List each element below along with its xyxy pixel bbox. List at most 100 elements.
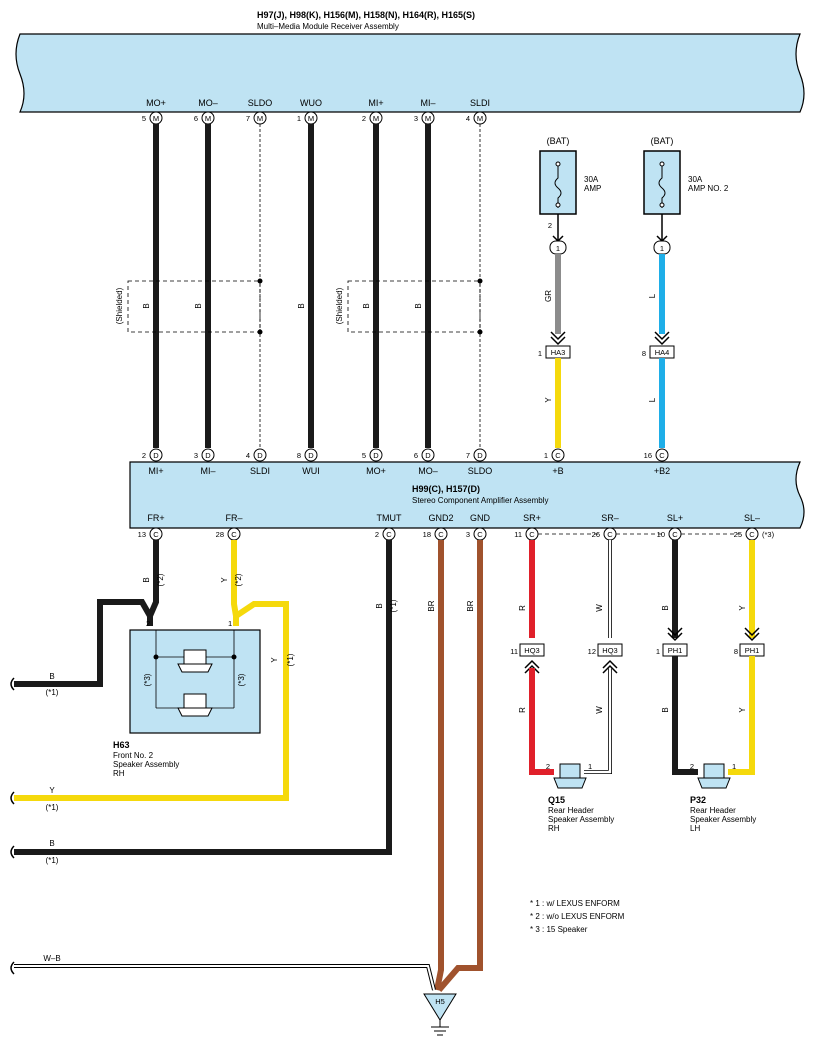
pin-label: TMUT	[377, 513, 402, 523]
pin-connector-circle	[421, 448, 435, 462]
wire-note: (*1)	[46, 856, 59, 865]
pin-label: SR–	[601, 513, 619, 523]
wire-tmut	[14, 540, 392, 855]
pin-number: 1	[544, 451, 548, 460]
amp-top-pin: 3 D MI–	[194, 448, 216, 476]
speaker-pin: 2	[146, 619, 150, 628]
wire-note: (*1)	[389, 599, 398, 612]
pin-label: SR+	[523, 513, 541, 523]
connector-name: PH1	[745, 646, 760, 655]
pin-connector-circle	[149, 448, 163, 462]
junction-num: 1	[660, 244, 664, 253]
pin-conn: D	[153, 451, 159, 460]
pin-label: GND	[470, 513, 491, 523]
pin-label: MI+	[148, 466, 163, 476]
fuse-amp-no2: (BAT) 30A AMP NO. 2	[643, 136, 729, 215]
pin-label: MO+	[146, 98, 166, 108]
pin-conn: C	[153, 530, 159, 539]
pin-connector-circle	[369, 448, 383, 462]
wire-sl-plus-lower	[672, 656, 698, 775]
amp-top-pin: 6 D MO–	[414, 448, 438, 476]
wire-color-label: Y	[49, 786, 55, 795]
pin-label: +B2	[654, 466, 670, 476]
wire-color-label: W	[595, 604, 604, 612]
wire-gnd	[436, 540, 483, 992]
connector-chevron	[654, 331, 670, 346]
connector-chevron	[667, 627, 683, 642]
amp-top-pin: 1 C +B	[544, 448, 565, 476]
connector-name: PH1	[668, 646, 683, 655]
pin-number: 4	[466, 114, 470, 123]
wire-color-label: L	[648, 293, 657, 298]
wire-sr-minus-lower	[584, 668, 612, 774]
wire-color-label: R	[518, 707, 527, 713]
wire-note: (*1)	[286, 653, 295, 666]
rear-speaker-rh-q15: 2 1 Q15 Rear Header Speaker Assembly RH	[546, 762, 614, 833]
wire-note: (*1)	[46, 688, 59, 697]
amp-bottom-pin: FR+ 13 C	[138, 513, 165, 541]
speaker-name: Speaker Assembly	[113, 760, 179, 769]
conn-pin: 1	[656, 647, 660, 656]
pin-label: MI+	[368, 98, 383, 108]
speaker-name: Rear Header	[690, 806, 736, 815]
shield-box-left	[127, 280, 261, 333]
wire-wb-outer	[14, 964, 436, 991]
wire-color-label: L	[648, 397, 657, 402]
pin-conn: C	[749, 530, 755, 539]
pin-conn: D	[205, 451, 211, 460]
footnote: * 1 : w/ LEXUS ENFORM	[530, 899, 620, 908]
pin-conn: M	[373, 114, 379, 123]
amp-bottom-pin: GND2 18 C	[423, 513, 454, 541]
pin-number: 6	[194, 114, 198, 123]
fuse-icon	[554, 164, 562, 208]
pin-connector-circle	[655, 448, 669, 462]
wire-color-label: GR	[544, 290, 553, 302]
fuse-rating: 30A	[688, 175, 703, 184]
pin-label: GND2	[428, 513, 453, 523]
wire-color-label: BR	[466, 600, 475, 611]
ground-id: H5	[435, 997, 445, 1006]
junction-num: 1	[556, 244, 560, 253]
pin-number: 1	[297, 114, 301, 123]
conn-pin: 8	[642, 349, 646, 358]
pin-connector-circle	[253, 448, 267, 462]
shield-junction	[477, 278, 483, 284]
speaker-name: Speaker Assembly	[690, 815, 756, 824]
ground-triangle	[423, 993, 457, 1021]
speaker-icon	[553, 763, 587, 789]
pin-label: SLDO	[248, 98, 273, 108]
pin-label: FR+	[147, 513, 164, 523]
fuse-source: (BAT)	[651, 136, 674, 146]
pin-label: MO+	[366, 466, 386, 476]
speaker-pin: 2	[546, 762, 550, 771]
wire-sr-minus-lower-outline	[584, 668, 612, 774]
wire-color-label: Y	[544, 397, 553, 403]
receiver-pin-sldo: SLDO 7 M	[246, 98, 273, 125]
pin-conn: M	[205, 114, 211, 123]
speaker-name: Front No. 2	[113, 751, 154, 760]
receiver-module-box	[15, 33, 805, 113]
junction-dot	[153, 654, 159, 660]
wire-wb-inner	[14, 965, 435, 991]
speaker-id: H63	[113, 740, 130, 750]
fuse-pin: 2	[548, 221, 552, 230]
receiver-pin-mi-minus: MI– 3 M	[414, 98, 436, 125]
shield-junction	[257, 329, 263, 335]
pin-conn: C	[438, 530, 444, 539]
pin-label: SL+	[667, 513, 683, 523]
fuse-rating: 30A	[584, 175, 599, 184]
wire-fr-minus-alt	[14, 601, 289, 801]
pin-number: 3	[194, 451, 198, 460]
footnote: * 2 : w/o LEXUS ENFORM	[530, 912, 625, 921]
pin-conn: M	[308, 114, 314, 123]
amp-top-pin: 8 D WUI	[297, 448, 320, 476]
amp-top-pin: 5 D MO+	[362, 448, 386, 476]
wire-color-label: W–B	[43, 954, 60, 963]
amplifier-name: Stereo Component Amplifier Assembly	[412, 496, 549, 505]
pin-label: SLDI	[250, 466, 270, 476]
pin-conn: C	[672, 530, 678, 539]
amp-top-pin: 4 D SLDI	[246, 448, 270, 476]
amplifier-header: H99(C), H157(D)	[412, 484, 480, 494]
shield-box-right	[347, 280, 481, 333]
fuse-name: AMP	[584, 184, 601, 193]
